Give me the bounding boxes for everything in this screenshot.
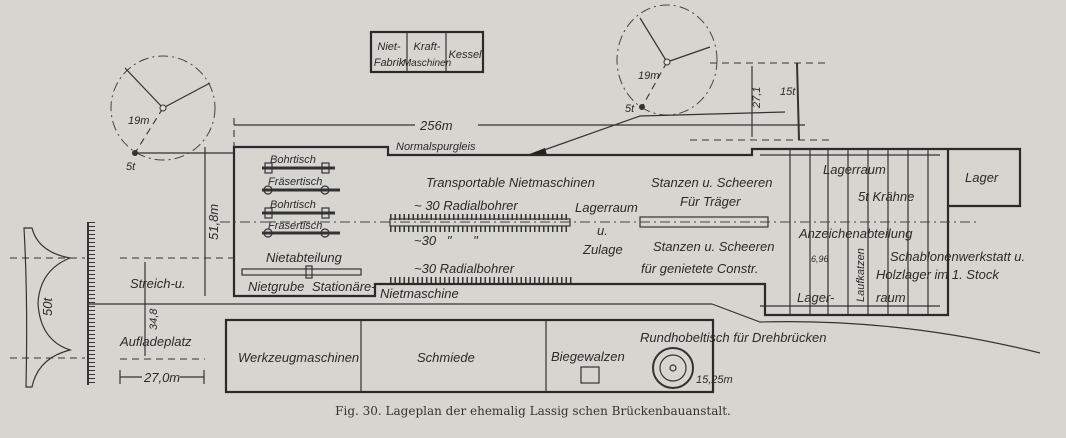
- right-crane-load: 5t: [625, 103, 635, 115]
- machine-tables: [241, 162, 362, 279]
- fuer-traeger: Für Träger: [680, 194, 741, 209]
- niet-fabrik-label-1: Niet-: [377, 41, 401, 53]
- rundhobel-diameter: 15,25m: [696, 374, 733, 386]
- werkzeugmaschinen: Werkzeugmaschinen: [238, 350, 359, 365]
- transportable-nietmaschinen: Transportable Nietmaschinen: [426, 175, 595, 190]
- yard-length: 27,0m: [143, 370, 180, 385]
- rundhobeltisch: Rundhobeltisch für Drehbrücken: [640, 330, 826, 345]
- track-label: Normalspurgleis: [396, 141, 476, 153]
- main-hall: Bohrtisch Fräsertisch Bohrtisch Fräserti…: [220, 145, 1022, 317]
- biegewalzen: Biegewalzen: [551, 349, 625, 364]
- crane-spacing: 6,96: [811, 254, 829, 264]
- laufkatzen: Laufkatzen: [855, 248, 867, 302]
- length-dimension: 256m: [233, 118, 805, 148]
- radialbohrer-2: ~30 " ": [414, 233, 479, 248]
- lagerraum-u: u.: [597, 223, 608, 238]
- yard: 50t 34,8 Streich-u. Aufladeplatz 27,0m 5…: [10, 147, 234, 388]
- radialbohrer-3: ~30 Radialbohrer: [414, 261, 515, 276]
- lower-buildings: Werkzeugmaschinen Schmiede Biegewalzen R…: [224, 318, 826, 394]
- schablonenwerkstatt: Schablonenwerkstatt u.: [890, 249, 1025, 264]
- left-crane-load: 5t: [126, 161, 136, 173]
- kraft-label-2: Maschinen: [403, 58, 452, 69]
- right-crane: 19m 5t 27,1 15t: [616, 4, 830, 141]
- aufladeplatz-label: Aufladeplatz: [119, 334, 192, 349]
- nietgrube: Nietgrube: [248, 279, 304, 294]
- lagerraum-right: Lagerraum: [823, 162, 886, 177]
- fraesertisch-2: Fräsertisch: [268, 220, 322, 232]
- streich-label: Streich-u.: [130, 276, 186, 291]
- fraesertisch-1: Fräsertisch: [268, 176, 322, 188]
- stanzen-2: Stanzen u. Scheeren: [653, 239, 774, 254]
- yard-width: 34,8: [148, 308, 160, 330]
- nietmaschine: Nietmaschine: [380, 286, 459, 301]
- raum: raum: [876, 290, 906, 305]
- stationaere: Stationäre-: [312, 279, 376, 294]
- right-crane-radius: 19m: [638, 70, 659, 82]
- kraehne: 5t Krähne: [858, 189, 914, 204]
- gantry-load: 15t: [780, 86, 796, 98]
- yard-crane-load: 50t: [40, 297, 55, 316]
- holzlager: Holzlager im 1. Stock: [876, 267, 1000, 282]
- schmiede: Schmiede: [417, 350, 475, 365]
- nietabteilung: Nietabteilung: [266, 250, 343, 265]
- bohrtisch-2: Bohrtisch: [270, 199, 316, 211]
- niet-fabrik-label-2: Fabrik: [374, 57, 405, 69]
- stanzen-1: Stanzen u. Scheeren: [651, 175, 772, 190]
- zulage: Zulage: [582, 242, 623, 257]
- left-crane: 19m 5t: [110, 55, 216, 173]
- radialbohrer-1: ~ 30 Radialbohrer: [414, 198, 518, 213]
- fuer-genietete: für genietete Constr.: [641, 261, 758, 276]
- anzeichenabteilung: Anzeichenabteilung: [798, 226, 913, 241]
- top-buildings: Niet- Fabrik Kraft- Maschinen Kessel: [369, 30, 485, 74]
- lager: Lager: [965, 170, 999, 185]
- kraft-label-1: Kraft-: [414, 41, 441, 53]
- lagerraum-center: Lagerraum: [575, 200, 638, 215]
- left-crane-radius: 19m: [128, 115, 149, 127]
- right-crane-span: 27,1: [751, 87, 763, 109]
- bohrtisch-1: Bohrtisch: [270, 154, 316, 166]
- figure-caption: Fig. 30. Lageplan der ehemalig Lassig sc…: [335, 404, 731, 418]
- radial-drills: [389, 214, 769, 283]
- kessel-label: Kessel: [448, 49, 482, 61]
- right-hall: Lagerraum 5t Krähne Anzeichenabteilung S…: [797, 162, 1025, 305]
- length-label: 256m: [419, 118, 453, 133]
- lager-dash: Lager-: [797, 290, 835, 305]
- width-dimension: 51,8m: [206, 204, 221, 240]
